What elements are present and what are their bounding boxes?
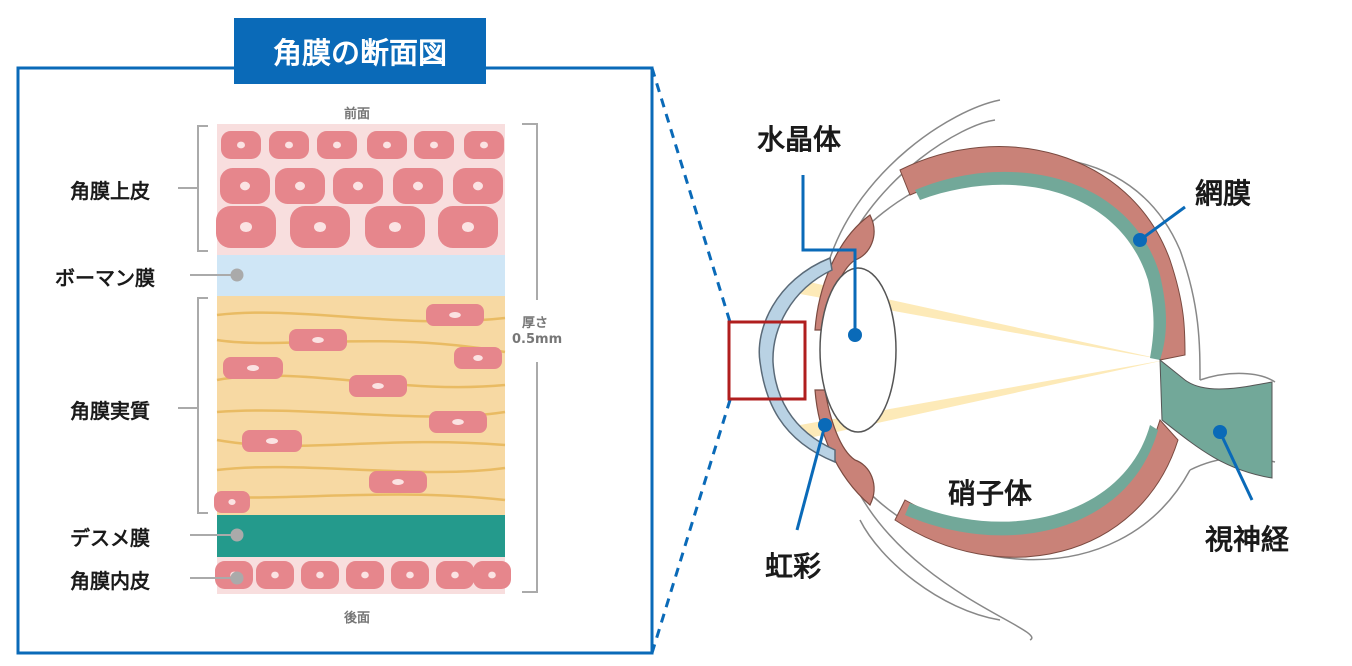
endothelium-cell-nucleus: [406, 571, 414, 579]
epithelium-cell-nucleus: [314, 221, 326, 233]
label-iris: 虹彩: [765, 550, 822, 583]
back-label: 後面: [344, 611, 371, 626]
zoom-line-top: [650, 67, 732, 323]
retina-lower: [905, 425, 1158, 536]
epithelium-cell-nucleus: [480, 141, 488, 149]
choroid-lower: [894, 419, 1179, 558]
endothelium-cell-nucleus: [451, 571, 459, 579]
front-label: 前面: [344, 107, 371, 122]
label-descemet: デスメ膜: [70, 526, 150, 550]
epithelium-cell-nucleus: [240, 221, 252, 233]
label-epithelium: 角膜上皮: [70, 179, 150, 203]
stroma-cell-nucleus: [372, 383, 384, 389]
epithelium-cell-nucleus: [295, 181, 305, 191]
epithelium-cell-nucleus: [285, 141, 293, 149]
cornea-highlight-box: [727, 320, 807, 401]
stroma-cell-nucleus: [266, 438, 278, 444]
optic-nerve-shape: [1159, 358, 1273, 479]
label-vitreous: 硝子体: [948, 477, 1033, 510]
retina-upper: [915, 171, 1166, 360]
epithelium-cells: [216, 131, 504, 248]
epithelium-cell-nucleus: [333, 141, 341, 149]
endothelium-cells: [215, 561, 511, 589]
iris-lower: [814, 389, 875, 506]
endothelium-cell-nucleus: [361, 571, 369, 579]
endothelium-cell-nucleus: [271, 571, 279, 579]
label-stroma: 角膜実質: [70, 399, 150, 423]
label-optic-nerve: 視神経: [1205, 523, 1290, 556]
panel-title: 角膜の断面図: [234, 18, 486, 84]
stroma-cell-nucleus: [312, 337, 324, 343]
thickness-bracket: [522, 123, 538, 593]
stroma-cell-nucleus: [452, 419, 464, 425]
stroma-cell-nucleus: [247, 365, 259, 371]
epithelium-cell-nucleus: [430, 141, 438, 149]
epithelium-cell-nucleus: [383, 141, 391, 149]
epithelium-cell-nucleus: [240, 181, 250, 191]
eye-pointer-dots: [818, 233, 1227, 439]
zoom-line-bottom: [650, 399, 732, 654]
label-bowman: ボーマン膜: [55, 266, 155, 290]
stroma-cell-nucleus: [449, 312, 461, 318]
endothelium-cell-nucleus: [316, 571, 324, 579]
label-lens: 水晶体: [757, 123, 842, 156]
stroma-layer: [217, 296, 505, 515]
thickness-label: 厚さ: [522, 316, 549, 331]
label-endothelium: 角膜内皮: [70, 569, 150, 593]
label-retina: 網膜: [1195, 177, 1252, 210]
lens-shape: [819, 267, 897, 433]
light-rays: [800, 280, 1165, 440]
layer-pointer-dots: [230, 268, 244, 585]
bowman-layer: [217, 255, 505, 296]
stroma-cell-nucleus: [228, 499, 236, 505]
sclera-outline: [829, 99, 1276, 641]
epithelium-cell-nucleus: [462, 221, 474, 233]
epithelium-cell-nucleus: [413, 181, 423, 191]
eye-pointer-lines: [795, 175, 1254, 531]
stroma-cell-nucleus: [473, 355, 483, 361]
epithelium-cell-nucleus: [353, 181, 363, 191]
cornea-shape: [758, 256, 836, 464]
epithelium-cell-nucleus: [389, 221, 401, 233]
stroma-cell-nucleus: [392, 479, 404, 485]
stroma-cells: [214, 304, 502, 513]
layer-brackets: [178, 125, 237, 579]
epithelium-cell-nucleus: [237, 141, 245, 149]
epithelium-cell-nucleus: [473, 181, 483, 191]
thickness-value: 0.5mm: [512, 332, 563, 347]
descemet-layer: [217, 515, 505, 557]
endothelium-cell-nucleus: [488, 571, 496, 579]
